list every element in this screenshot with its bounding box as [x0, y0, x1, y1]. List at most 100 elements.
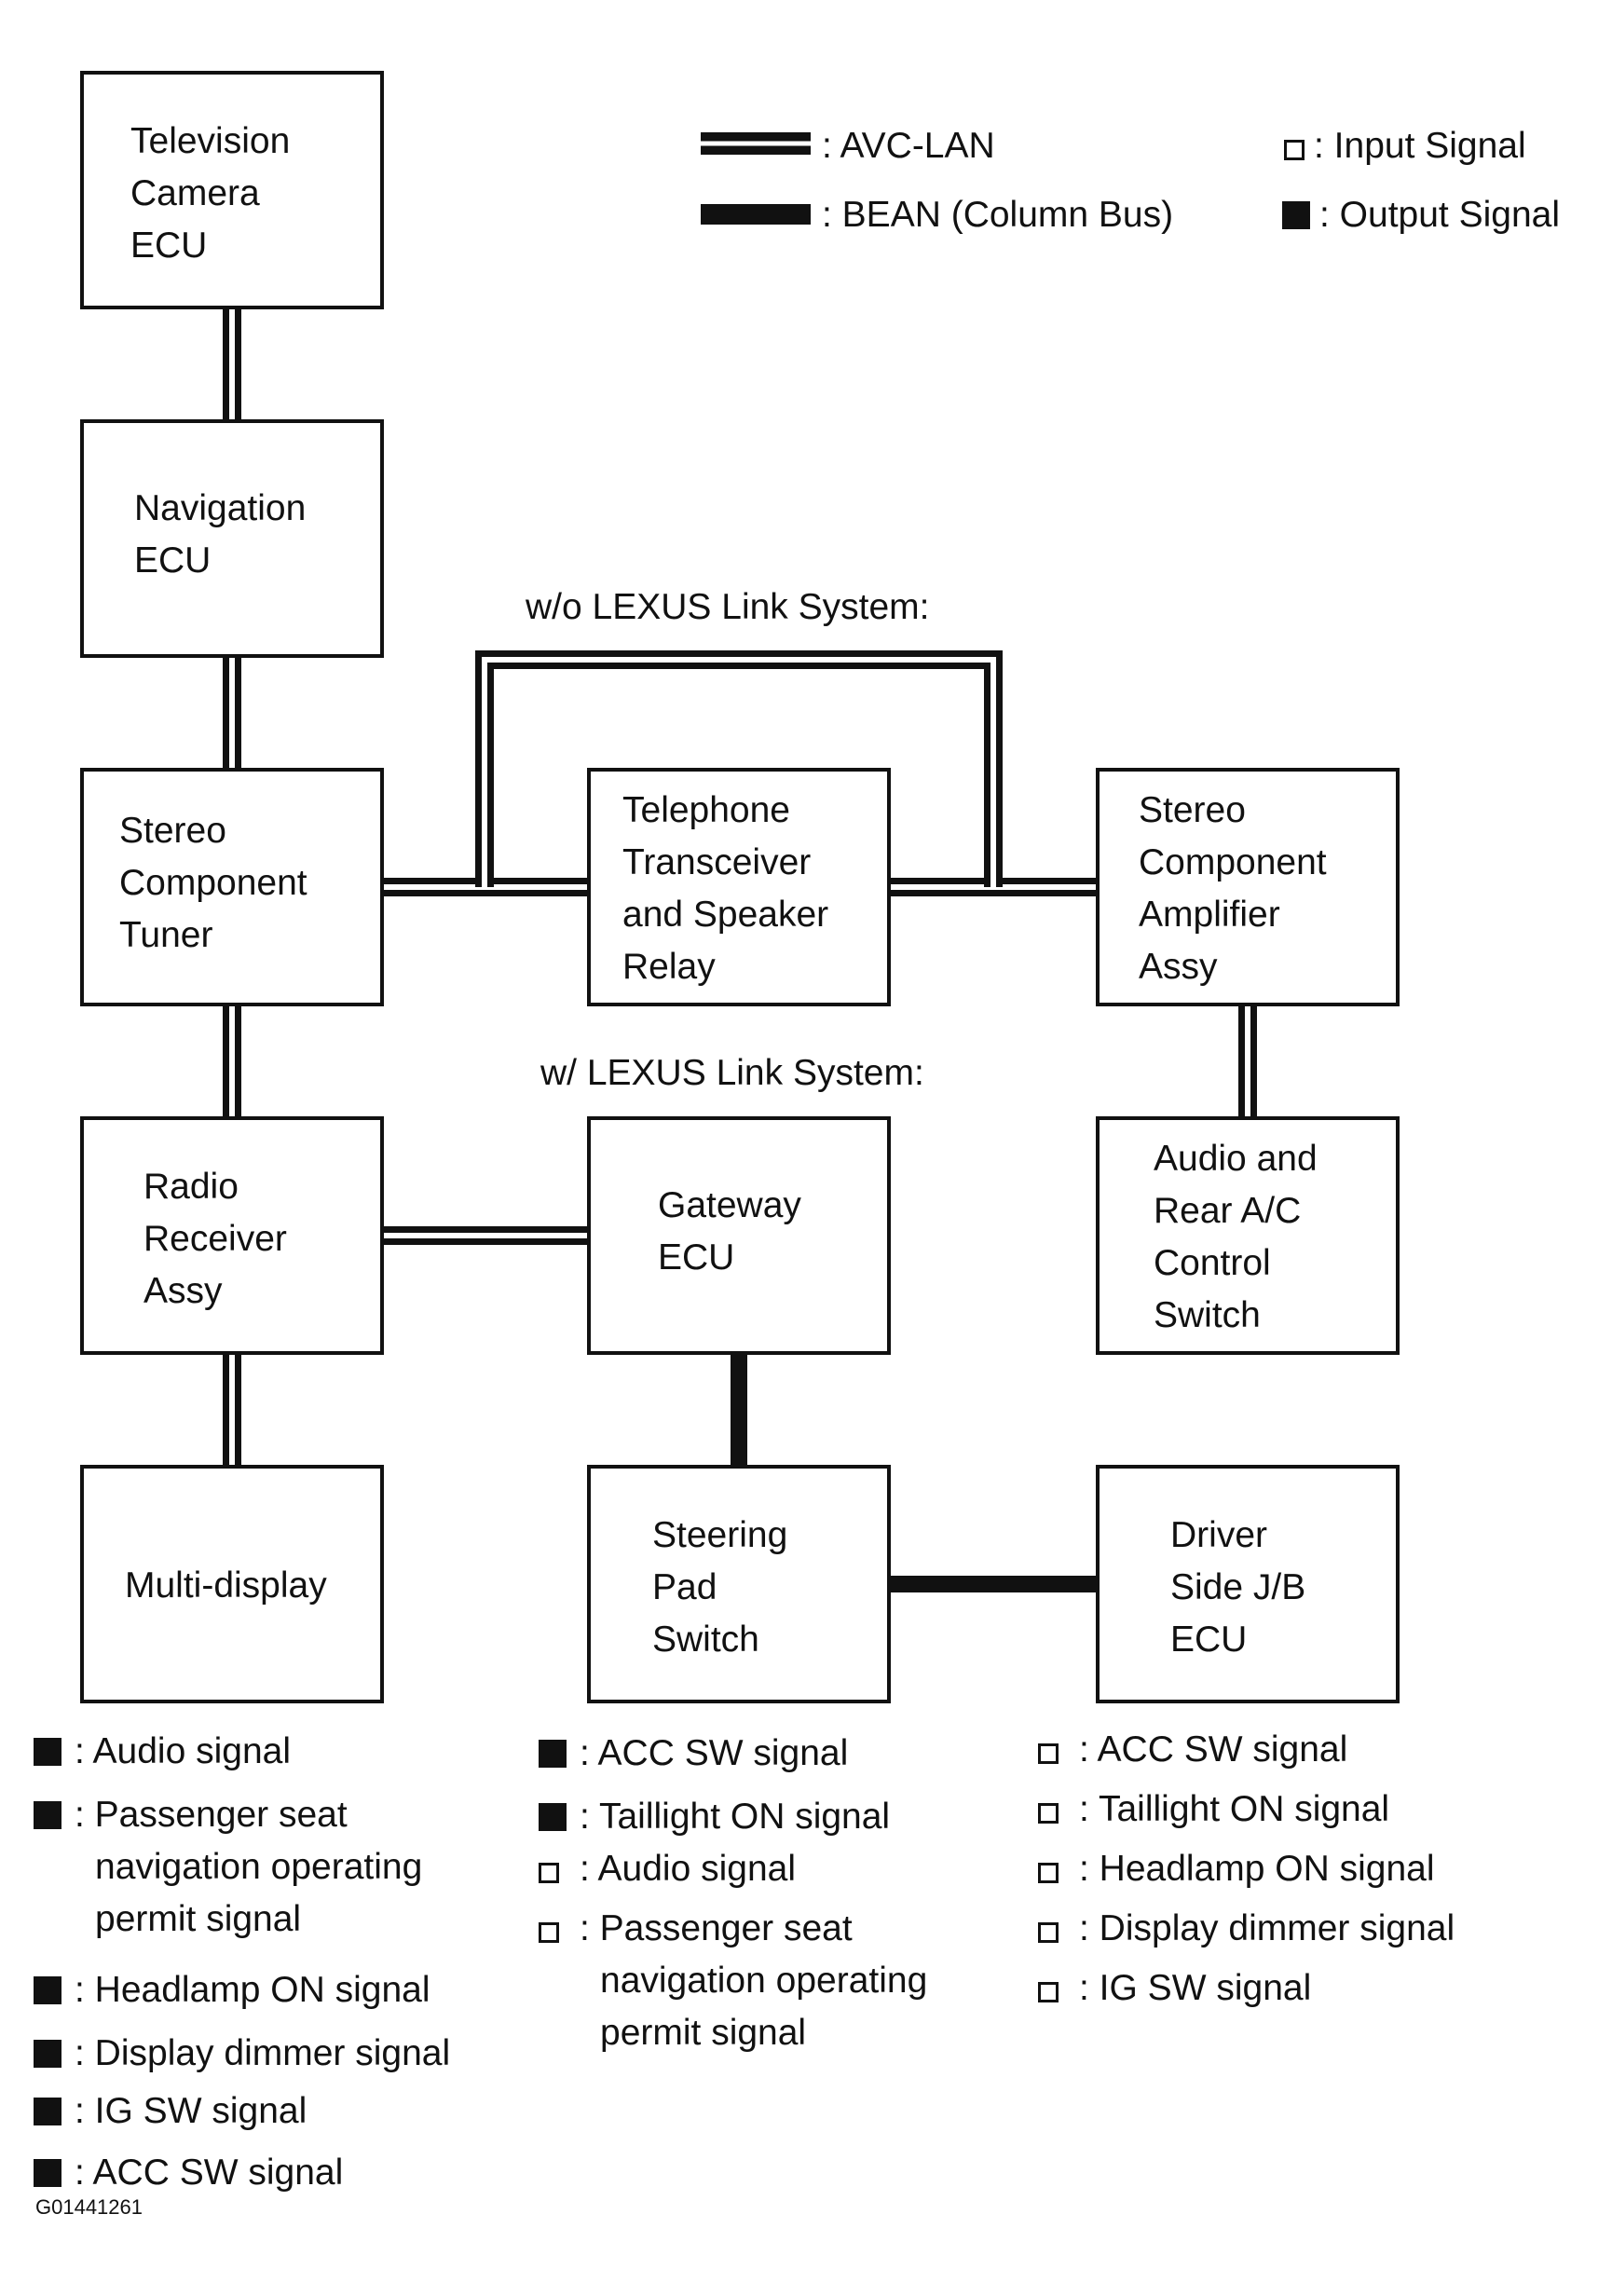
signal-text-line: : IG SW signal [1079, 1968, 1312, 2008]
output-signal-icon [34, 2028, 75, 2080]
input-signal-icon [539, 1903, 580, 1955]
tv-camera-ecu-box: Television Camera ECU [80, 71, 384, 309]
audio-rear-ac-switch-box: Audio and Rear A/C Control Switch [1096, 1116, 1400, 1355]
signal-entry: : ACC SW signal [539, 1728, 848, 1780]
output-signal-legend: : Output Signal [1282, 194, 1560, 237]
input-signal-icon [1038, 1903, 1079, 1955]
box-label-line: and Speaker [622, 895, 829, 935]
box-label-line: Side J/B [1170, 1567, 1306, 1607]
signal-text-line: : ACC SW signal [75, 2152, 344, 2193]
signal-text-line: : Display dimmer signal [75, 2033, 451, 2073]
box-label-line: Switch [1154, 1295, 1261, 1335]
input-signal-label: : Input Signal [1314, 126, 1526, 166]
box-label-line: Switch [652, 1620, 759, 1660]
box-label-line: Stereo [1139, 790, 1246, 830]
box-label-line: Transceiver [622, 842, 812, 882]
signal-text-line: : ACC SW signal [580, 1733, 849, 1773]
signal-text-line: navigation operating [600, 1961, 928, 2001]
output-signal-icon [539, 1791, 580, 1843]
output-signal-icon [34, 2147, 75, 2199]
box-label-line: Assy [1139, 947, 1218, 987]
signal-entry: : IG SW signal [1038, 1962, 1311, 2015]
box-label-line: Component [119, 863, 307, 903]
signal-text-line: navigation operating [95, 1847, 423, 1887]
box-label-line: Telephone [622, 790, 790, 830]
box-label-line: Rear A/C [1154, 1191, 1302, 1231]
box-label-line: Amplifier [1139, 895, 1280, 935]
bean-legend-label: : BEAN (Column Bus) [822, 195, 1174, 235]
gateway-ecu-box: Gateway ECU [587, 1116, 891, 1355]
box-label-line: ECU [1170, 1620, 1248, 1660]
box-label-line: Receiver [143, 1219, 287, 1259]
radio-receiver-box: Radio Receiver Assy [80, 1116, 384, 1355]
signal-text-line: permit signal [95, 1899, 302, 1939]
input-signal-icon [1038, 1724, 1079, 1776]
input-signal-icon [1284, 140, 1305, 160]
box-label-line: Relay [622, 947, 716, 987]
multi-display-box: Multi-display [80, 1465, 384, 1703]
signal-text-line: : Audio signal [75, 1731, 292, 1771]
output-signal-icon [34, 2085, 75, 2138]
box-label-line: ECU [658, 1237, 735, 1278]
telephone-transceiver-box: Telephone Transceiver and Speaker Relay [587, 768, 891, 1006]
signal-text-line: : Headlamp ON signal [1079, 1849, 1435, 1889]
box-label-line: Tuner [119, 915, 213, 955]
signal-entry: : Taillight ON signal [1038, 1784, 1389, 1836]
box-label-line: Camera [130, 173, 260, 213]
signal-text-line: : Headlamp ON signal [75, 1970, 430, 2010]
avc-lan-legend-label: : AVC-LAN [822, 126, 995, 166]
signal-text-line: : Display dimmer signal [1079, 1908, 1455, 1948]
box-label-line: ECU [134, 540, 212, 581]
wo-lexus-link-caption: w/o LEXUS Link System: [526, 587, 930, 627]
input-signal-icon [1038, 1962, 1079, 2015]
input-signal-icon [1038, 1784, 1079, 1836]
box-label-line: Driver [1170, 1515, 1267, 1555]
signal-entry: : Display dimmer signal [1038, 1903, 1455, 1955]
steering-pad-switch-box: Steering Pad Switch [587, 1465, 891, 1703]
output-signal-icon [1282, 201, 1310, 229]
w-lexus-link-caption: w/ LEXUS Link System: [540, 1053, 924, 1093]
signal-entry: : IG SW signal [34, 2085, 307, 2138]
output-signal-icon [34, 1726, 75, 1778]
box-label-line: Steering [652, 1515, 788, 1555]
box-label-line: Navigation [134, 488, 307, 528]
output-signal-icon [34, 1789, 75, 1841]
stereo-component-amplifier-box: Stereo Component Amplifier Assy [1096, 768, 1400, 1006]
bean-legend-symbol [701, 204, 811, 225]
signal-text-line: : IG SW signal [75, 2091, 307, 2131]
signal-entry: : Headlamp ON signal [34, 1964, 430, 2016]
signal-text-line: : Taillight ON signal [580, 1797, 891, 1837]
output-signal-label: : Output Signal [1319, 195, 1560, 235]
box-label-line: Television [130, 121, 291, 161]
signal-entry: : Taillight ON signal [539, 1791, 890, 1843]
box-label-line: Gateway [658, 1185, 801, 1225]
signal-text-line: : Passenger seat [580, 1908, 853, 1948]
input-signal-icon [539, 1843, 580, 1895]
signal-text-line: : Taillight ON signal [1079, 1789, 1390, 1829]
signal-entry: : Passenger seat navigation operating perm… [34, 1789, 422, 1946]
output-signal-icon [34, 1964, 75, 2016]
signal-entry: : ACC SW signal [1038, 1724, 1347, 1776]
input-signal-icon [1038, 1843, 1079, 1895]
figure-id: G01441261 [35, 2195, 143, 2219]
navigation-ecu-box: Navigation ECU [80, 419, 384, 658]
driver-side-jb-ecu-box: Driver Side J/B ECU [1096, 1465, 1400, 1703]
signal-text-line: : Passenger seat [75, 1795, 348, 1835]
signal-entry: : Display dimmer signal [34, 2028, 450, 2080]
box-label-line: Assy [143, 1271, 223, 1311]
box-label-line: Stereo [119, 811, 226, 851]
signal-entry: : ACC SW signal [34, 2147, 343, 2199]
box-label-line: ECU [130, 226, 208, 266]
signal-text-line: : Audio signal [580, 1849, 797, 1889]
signal-entry: : Audio signal [34, 1726, 291, 1778]
box-label-line: Control [1154, 1243, 1271, 1283]
avc-lan-legend-symbol [701, 132, 811, 155]
box-label-line: Audio and [1154, 1139, 1318, 1179]
box-label-line: Radio [143, 1167, 239, 1207]
input-signal-legend: : Input Signal [1284, 125, 1526, 168]
signal-entry: : Audio signal [539, 1843, 796, 1895]
signal-text-line: permit signal [600, 2013, 807, 2053]
signal-text-line: : ACC SW signal [1079, 1729, 1348, 1770]
box-label-line: Multi-display [125, 1565, 327, 1606]
